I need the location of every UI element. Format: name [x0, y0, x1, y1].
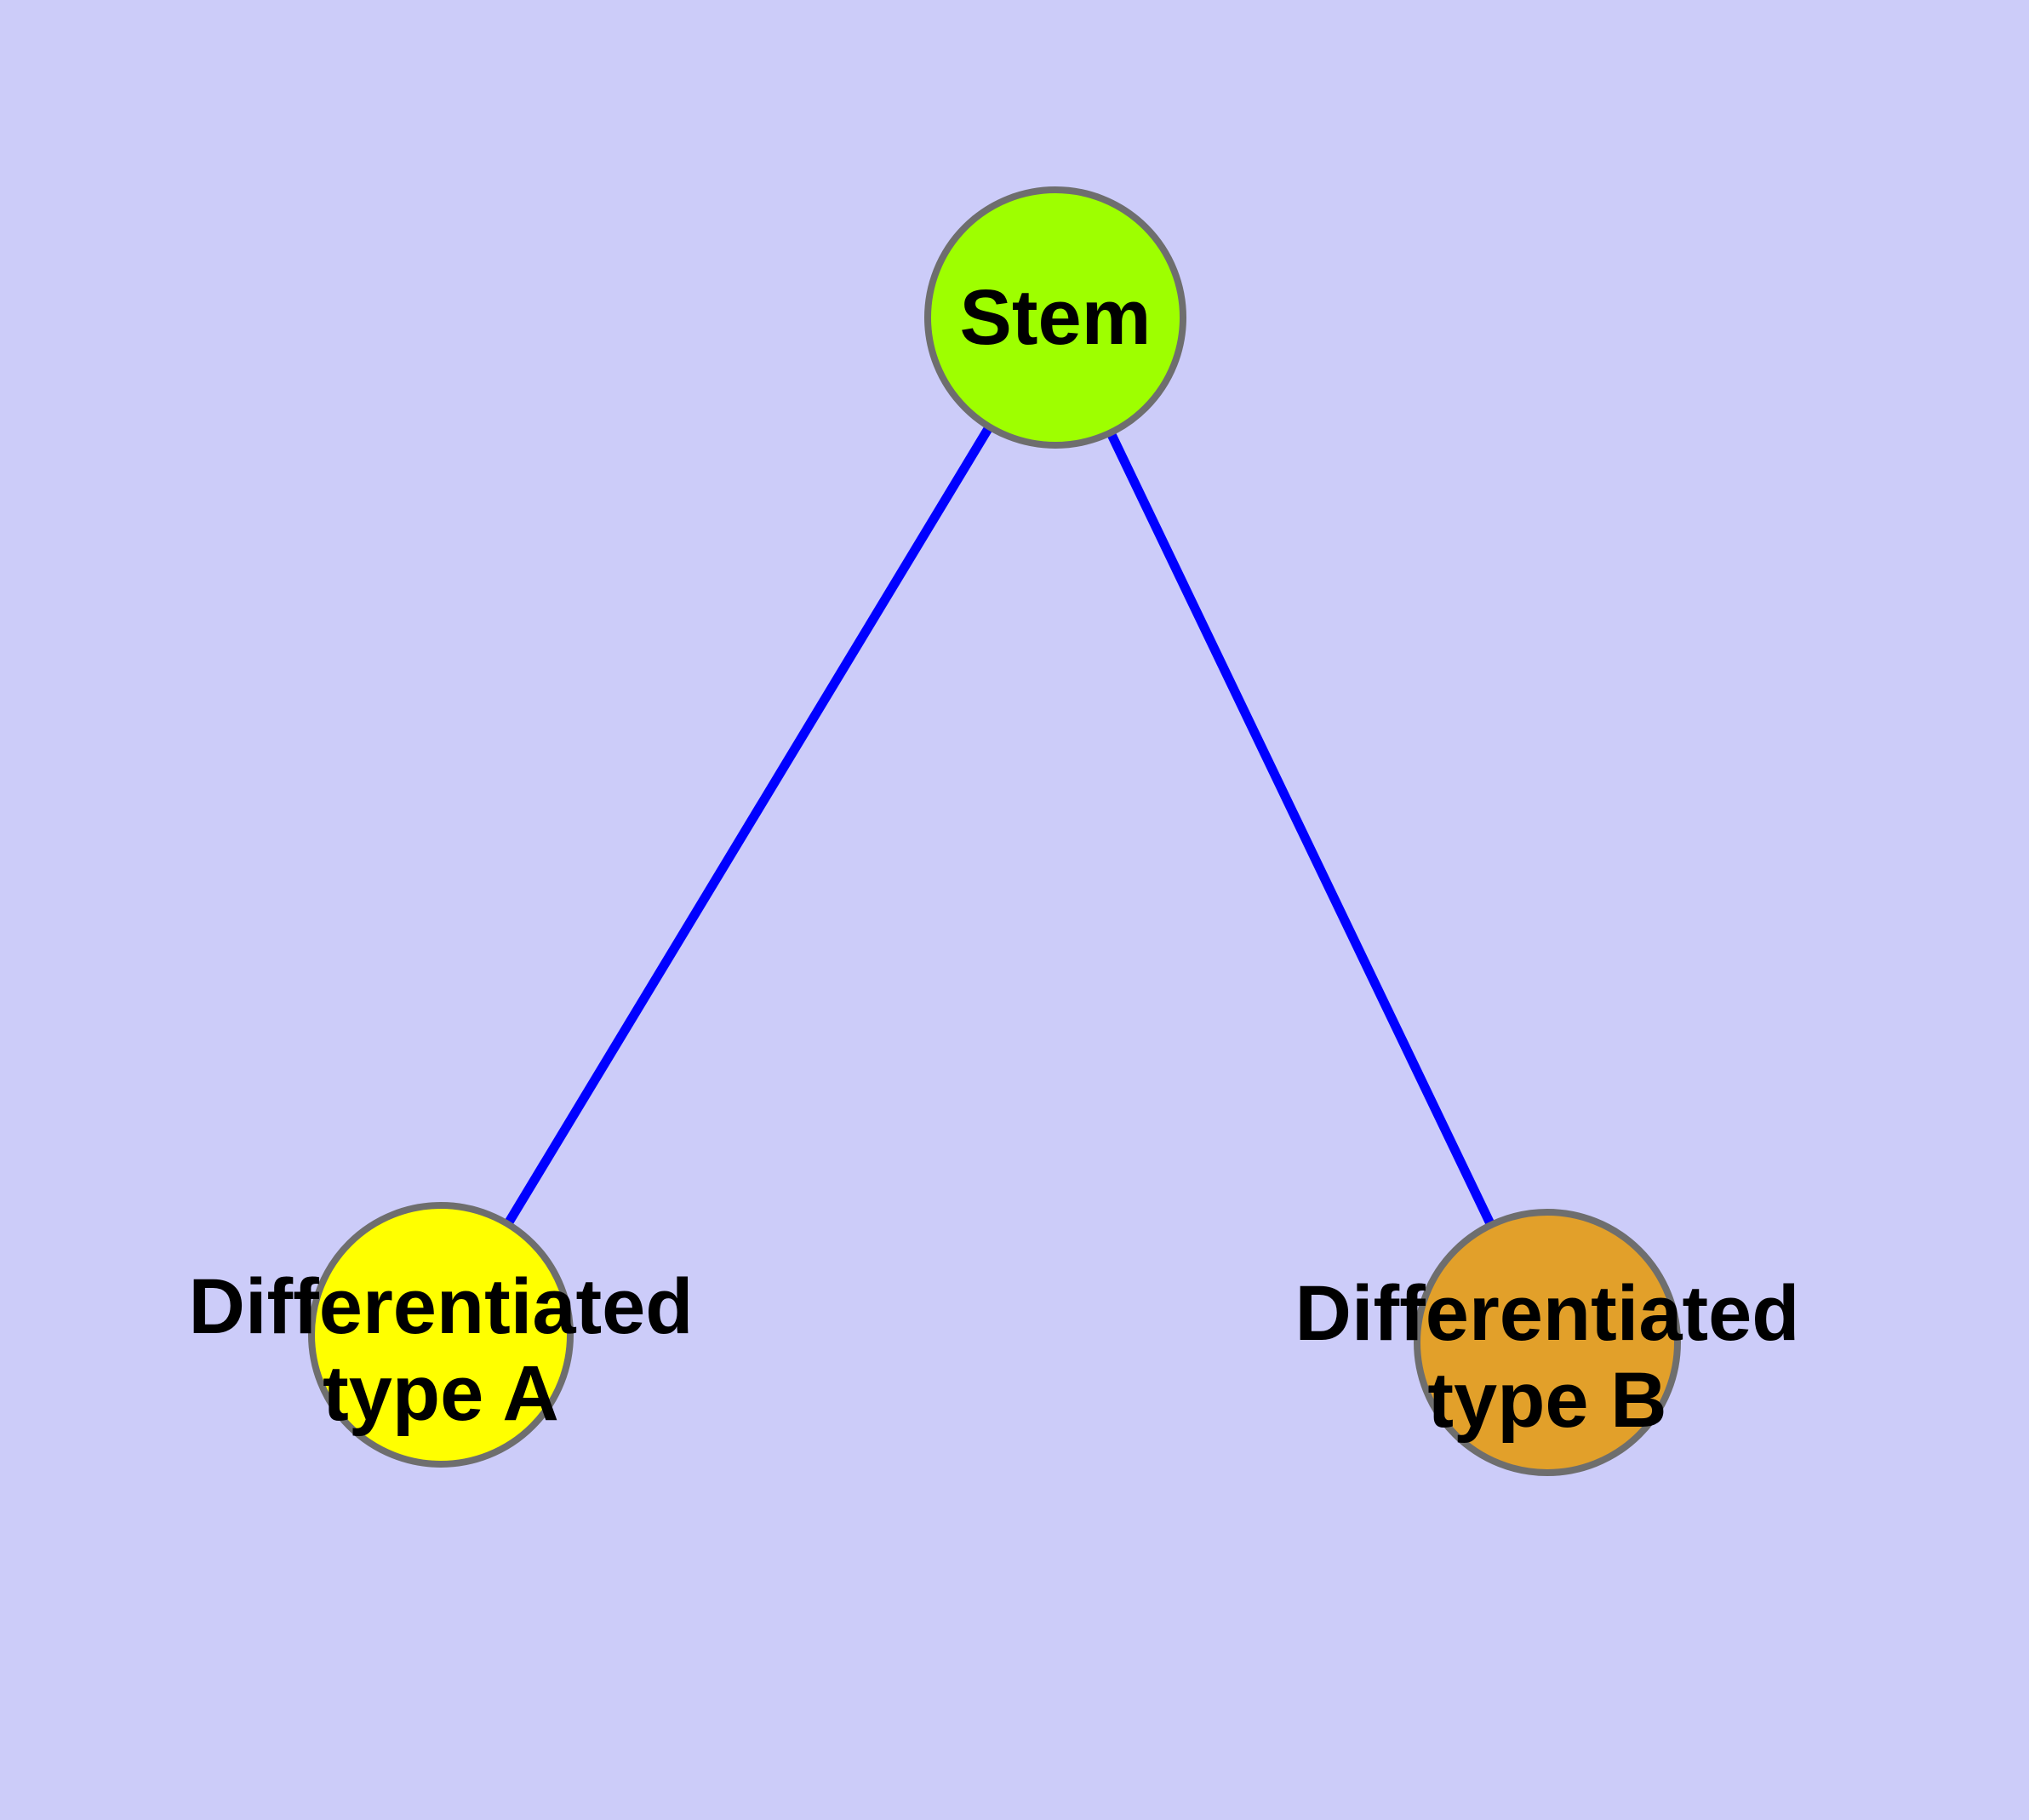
edge-stem-to-differentiated-type-a[interactable]: [437, 315, 1060, 1337]
node-stem[interactable]: Stem: [924, 186, 1186, 449]
node-differentiated-type-b-circle[interactable]: [1414, 1209, 1681, 1476]
node-differentiated-type-a-circle[interactable]: [308, 1202, 574, 1468]
node-differentiated-type-b-label-line2: type B: [1427, 1357, 1666, 1444]
node-stem-label: Stem: [960, 274, 1152, 361]
node-differentiated-type-a-label-line2: type A: [323, 1350, 559, 1437]
node-differentiated-type-b[interactable]: Differentiated type B: [1295, 1209, 1800, 1476]
edge-stem-to-differentiated-type-b[interactable]: [1051, 315, 1552, 1345]
edge-layer: [437, 315, 1552, 1345]
node-differentiated-type-a-label-line1: Differentiated: [189, 1263, 694, 1350]
node-differentiated-type-b-label-line1: Differentiated: [1295, 1270, 1800, 1357]
node-stem-circle[interactable]: [924, 186, 1186, 449]
node-differentiated-type-a[interactable]: Differentiated type A: [189, 1202, 694, 1468]
